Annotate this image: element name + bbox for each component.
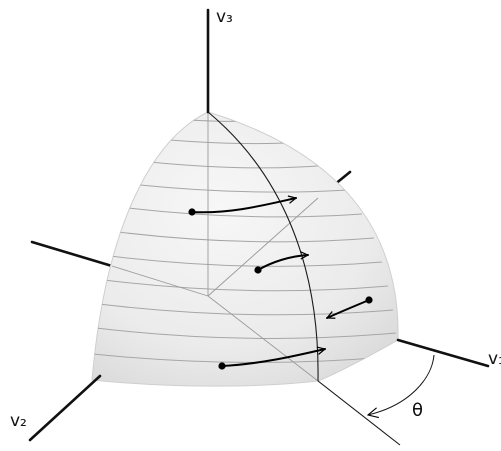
angle-label-theta: θ [412, 400, 423, 421]
flow-line-1 [191, 198, 296, 214]
flow-point-1 [188, 208, 196, 216]
hidden-edge-ray [207, 197, 319, 297]
latitude-bands [92, 115, 399, 364]
axis-v2 [28, 374, 102, 442]
axis-label-v3: v₃ [216, 7, 233, 27]
flow-point-4 [218, 362, 226, 370]
flow-point-3 [365, 296, 373, 304]
axis-v1-front [396, 338, 490, 368]
angle-arc [368, 354, 435, 415]
hidden-edge-v1 [111, 265, 209, 297]
flow-point-2 [254, 266, 262, 274]
flow-line-4 [221, 349, 325, 367]
flow-line-3 [327, 299, 370, 319]
axis-label-v1: v₁ [488, 349, 501, 369]
meridian-curve [207, 111, 319, 382]
hidden-edge-front [207, 295, 319, 382]
axis-label-v2: v₂ [10, 411, 27, 431]
sphere-octant-surface [91, 111, 399, 387]
flow-line-2 [257, 255, 309, 271]
axis-v1-back [30, 240, 114, 268]
theta-ray [317, 380, 401, 446]
